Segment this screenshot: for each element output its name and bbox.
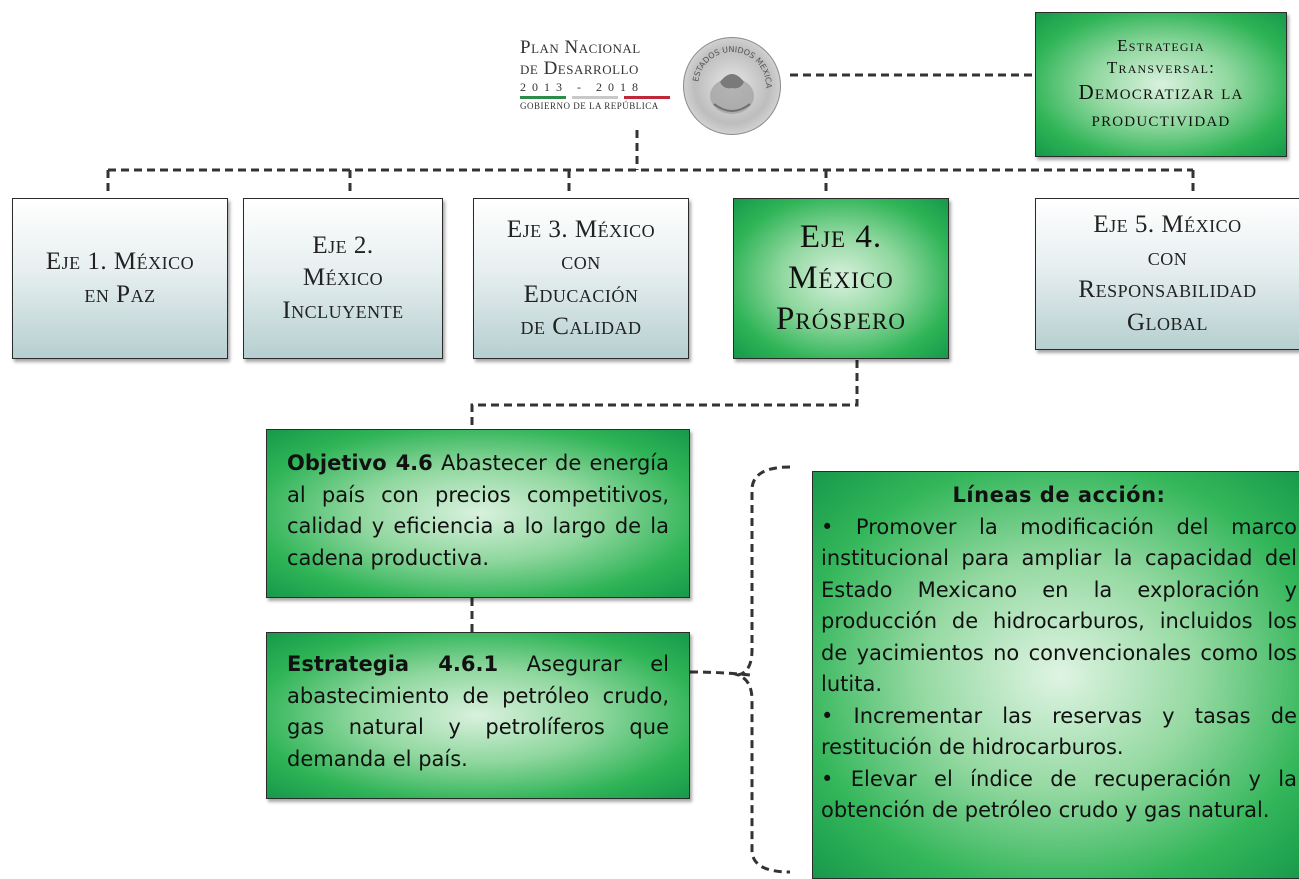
logo-gobierno: GOBIERNO DE LA REPÚBLICA bbox=[520, 101, 659, 111]
logo-bar-gray bbox=[572, 96, 618, 99]
eje-5-box: Eje 5. México con Responsabilidad Global bbox=[1035, 198, 1299, 350]
lineas-accion-item: • Elevar el índice de recuperación y la … bbox=[821, 766, 1297, 823]
lineas-accion-item: • Promover la modificación del marco ins… bbox=[821, 514, 1297, 697]
mexican-seal-icon: ESTADOS UNIDOS MEXICANOS bbox=[683, 37, 781, 135]
brace-lineas-accion bbox=[732, 465, 791, 874]
objetivo-box: Objetivo 4.6 Abastecer de energía al paí… bbox=[266, 429, 690, 598]
logo-color-bars bbox=[520, 96, 670, 99]
eje-3-line: Eje 3. México bbox=[506, 215, 656, 243]
eje-3-box: Eje 3. México con Educación de Calidad bbox=[473, 198, 689, 359]
eje-4-line: Eje 4. bbox=[799, 218, 883, 255]
eje-2-line: Incluyente bbox=[282, 296, 404, 324]
eje-3-line: con bbox=[561, 248, 601, 275]
transversal-line1: Estrategia bbox=[1117, 36, 1205, 56]
lineas-accion-item: • Incrementar las reservas y tasas de re… bbox=[821, 703, 1297, 760]
eje-2-line: Eje 2. bbox=[312, 231, 374, 259]
eje-1-box: Eje 1. México en Paz bbox=[12, 198, 228, 359]
estrategia-text: Estrategia 4.6.1 Asegurar el abastecimie… bbox=[287, 649, 669, 775]
eje-2-line: México bbox=[302, 264, 384, 292]
estrategia-transversal-box: Estrategia Transversal: Democratizar la … bbox=[1035, 12, 1287, 157]
transversal-line4: productividad bbox=[1091, 107, 1231, 132]
logo-line1: Plan Nacional bbox=[520, 37, 641, 58]
objetivo-body: Abastecer de energía al país con precios… bbox=[287, 451, 669, 570]
logo-bar-green bbox=[520, 96, 566, 99]
eje-5-line: Eje 5. México bbox=[1093, 211, 1242, 238]
connector-eje4-to-objetivo bbox=[470, 360, 859, 430]
logo-years: 2013 - 2018 bbox=[520, 80, 644, 94]
eje-4-line: México bbox=[788, 259, 894, 296]
eje-4-line: Próspero bbox=[776, 301, 906, 338]
eje-5-line: Responsabilidad bbox=[1078, 276, 1257, 303]
plan-nacional-logo: Plan Nacional de Desarrollo 2013 - 2018 … bbox=[520, 37, 790, 157]
eje-5-line: Global bbox=[1126, 308, 1209, 336]
eje-1-line: Eje 1. México bbox=[45, 248, 195, 275]
estrategia-label: Estrategia 4.6.1 bbox=[287, 652, 499, 676]
eje-3-line: Educación bbox=[523, 280, 639, 308]
logo-text: Plan Nacional de Desarrollo 2013 - 2018 … bbox=[520, 37, 680, 111]
eje-5-line: con bbox=[1147, 243, 1188, 271]
connector-estrategia-to-brace bbox=[689, 670, 751, 677]
lineas-accion-title: Líneas de acción: bbox=[952, 483, 1166, 507]
eje-2-box: Eje 2. México Incluyente bbox=[243, 198, 443, 359]
lineas-accion-box: Líneas de acción: • Promover la modifica… bbox=[812, 471, 1299, 879]
transversal-line3: Democratizar la bbox=[1078, 79, 1244, 104]
objetivo-text: Objetivo 4.6 Abastecer de energía al paí… bbox=[287, 448, 669, 574]
eje-3-line: de Calidad bbox=[520, 313, 642, 340]
logo-bar-red bbox=[624, 96, 670, 99]
logo-line2: de Desarrollo bbox=[520, 58, 639, 79]
estrategia-box: Estrategia 4.6.1 Asegurar el abastecimie… bbox=[266, 632, 690, 799]
transversal-line2: Transversal: bbox=[1106, 58, 1216, 78]
eje-4-box: Eje 4. México Próspero bbox=[733, 198, 949, 359]
estrategia-body: Asegurar el abastecimiento de petróleo c… bbox=[287, 652, 669, 771]
eje-1-line: en Paz bbox=[84, 280, 156, 308]
objetivo-label: Objetivo 4.6 bbox=[287, 451, 433, 475]
